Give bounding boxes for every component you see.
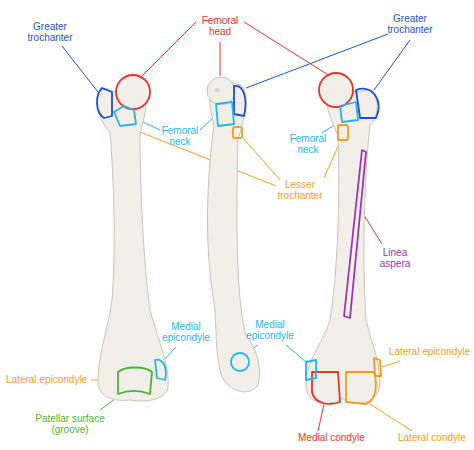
leader-line bbox=[244, 22, 330, 76]
part-label: Medial condyle bbox=[298, 432, 365, 444]
femur-posterior bbox=[306, 73, 381, 404]
part-label: Medial epicondyle bbox=[159, 321, 213, 344]
part-label: Lateral condyle bbox=[398, 432, 466, 444]
bone-outline bbox=[97, 89, 168, 401]
neck-outline bbox=[216, 102, 234, 126]
neck-outline bbox=[340, 102, 358, 122]
part-label: Medial epicondyle bbox=[243, 319, 297, 342]
part-label: Femoral neck bbox=[158, 125, 202, 148]
trochanter-outline bbox=[356, 89, 379, 118]
epicondyle-outline bbox=[374, 358, 381, 376]
trochanter-outline bbox=[338, 125, 348, 140]
part-label: Greater trochanter bbox=[382, 13, 438, 36]
bone-head bbox=[116, 75, 150, 109]
femur-anterior bbox=[97, 75, 168, 401]
leader-line bbox=[62, 46, 98, 92]
leader-line bbox=[220, 42, 221, 76]
condyle-outline bbox=[346, 372, 376, 404]
part-label: Femoral neck bbox=[286, 133, 330, 156]
trochanter-outline bbox=[234, 86, 246, 116]
part-label: Lateral epicondyle bbox=[6, 374, 87, 386]
bone-head bbox=[319, 73, 353, 107]
leader-line bbox=[362, 212, 382, 244]
leader-line bbox=[286, 345, 306, 362]
leader-line bbox=[374, 40, 410, 90]
epicondyle-outline bbox=[231, 353, 249, 371]
part-label: Lateral epicondyle bbox=[389, 346, 470, 358]
leader-line bbox=[140, 132, 276, 186]
femur-medial bbox=[207, 77, 260, 392]
neck-outline bbox=[114, 106, 136, 126]
leader-line bbox=[142, 22, 196, 76]
linea-outline bbox=[344, 150, 366, 318]
bone-outline bbox=[208, 83, 260, 392]
part-label: Linea aspera bbox=[375, 247, 415, 270]
part-label: Femoral head bbox=[198, 15, 242, 38]
trochanter-outline bbox=[233, 127, 242, 138]
fovea bbox=[214, 88, 220, 92]
part-label: Greater trochanter bbox=[22, 21, 78, 44]
epicondyle-outline bbox=[155, 360, 166, 380]
leader-line bbox=[324, 142, 340, 178]
leader-line bbox=[246, 34, 388, 88]
head-outline bbox=[319, 73, 353, 107]
head-outline bbox=[116, 75, 150, 109]
leader-line bbox=[382, 361, 400, 367]
groove-outline bbox=[118, 368, 152, 395]
trochanter-outline bbox=[97, 88, 112, 118]
leader-lines bbox=[62, 22, 412, 431]
leader-line bbox=[318, 404, 324, 431]
leader-line bbox=[370, 404, 412, 431]
epicondyle-outline bbox=[306, 360, 316, 380]
part-label: Patellar surface (groove) bbox=[28, 413, 112, 436]
part-label: Lesser trochanter bbox=[273, 179, 327, 202]
bone-head bbox=[207, 77, 235, 105]
leader-line bbox=[243, 138, 280, 180]
